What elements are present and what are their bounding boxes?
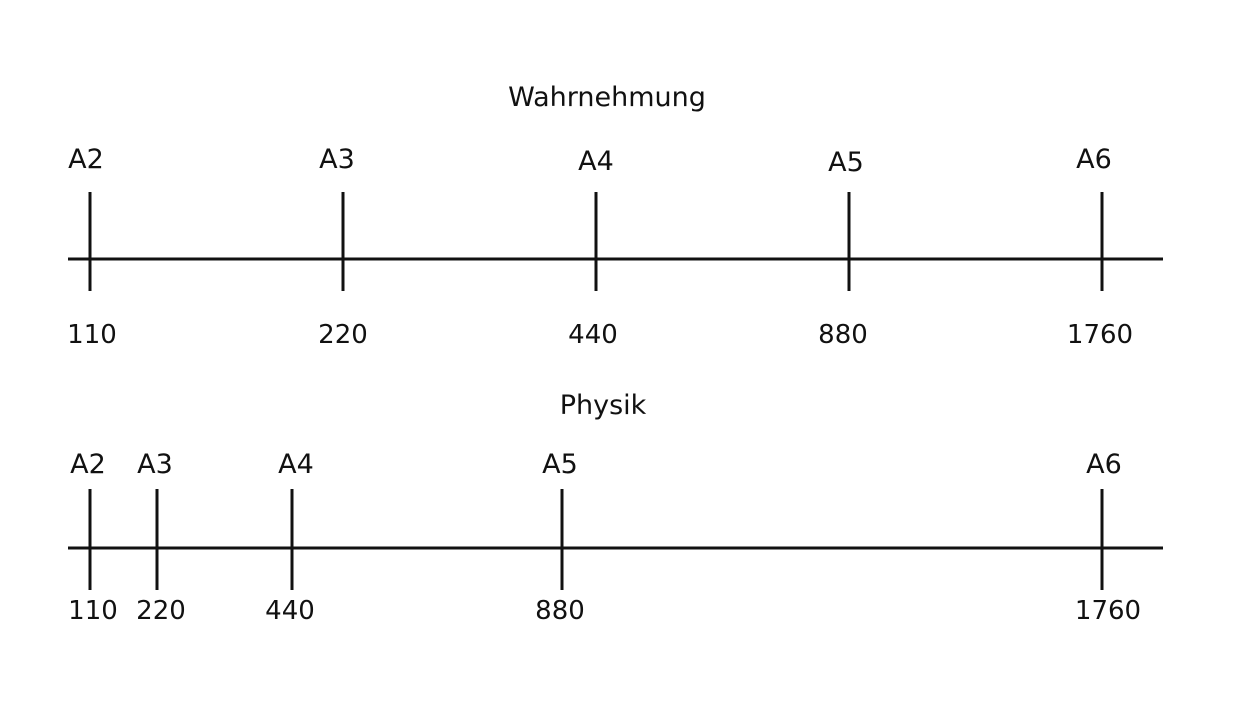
- perception-title: Wahrnehmung: [508, 82, 706, 113]
- physics-freq-label: 440: [265, 596, 315, 626]
- perception-note-label: A2: [68, 144, 104, 175]
- perception-freq-label: 1760: [1067, 320, 1133, 350]
- perception-freq-label: 880: [818, 320, 868, 350]
- physics-freq-label: 1760: [1075, 596, 1141, 626]
- perception-note-label: A6: [1076, 144, 1112, 175]
- perception-freq-label: 220: [318, 320, 368, 350]
- physics-title: Physik: [560, 390, 647, 421]
- physics-note-label: A4: [278, 449, 314, 480]
- perception-freq-label: 440: [568, 320, 618, 350]
- physics-freq-label: 880: [535, 596, 585, 626]
- physics-freq-label: 220: [136, 596, 186, 626]
- perception-note-label: A4: [578, 146, 614, 177]
- perception-scale: Wahrnehmung A2 A3 A4 A5 A6 110 220 440 8…: [67, 82, 1163, 350]
- perception-note-label: A3: [319, 144, 355, 175]
- perception-note-label: A5: [828, 147, 864, 178]
- physics-freq-label: 110: [68, 596, 118, 626]
- physics-note-label: A2: [70, 449, 106, 480]
- physics-note-label: A3: [137, 449, 173, 480]
- physics-note-label: A6: [1086, 449, 1122, 480]
- physics-scale: Physik A2 A3 A4 A5 A6 110 220 440 880 17…: [68, 390, 1163, 626]
- physics-note-label: A5: [542, 449, 578, 480]
- perception-freq-label: 110: [67, 320, 117, 350]
